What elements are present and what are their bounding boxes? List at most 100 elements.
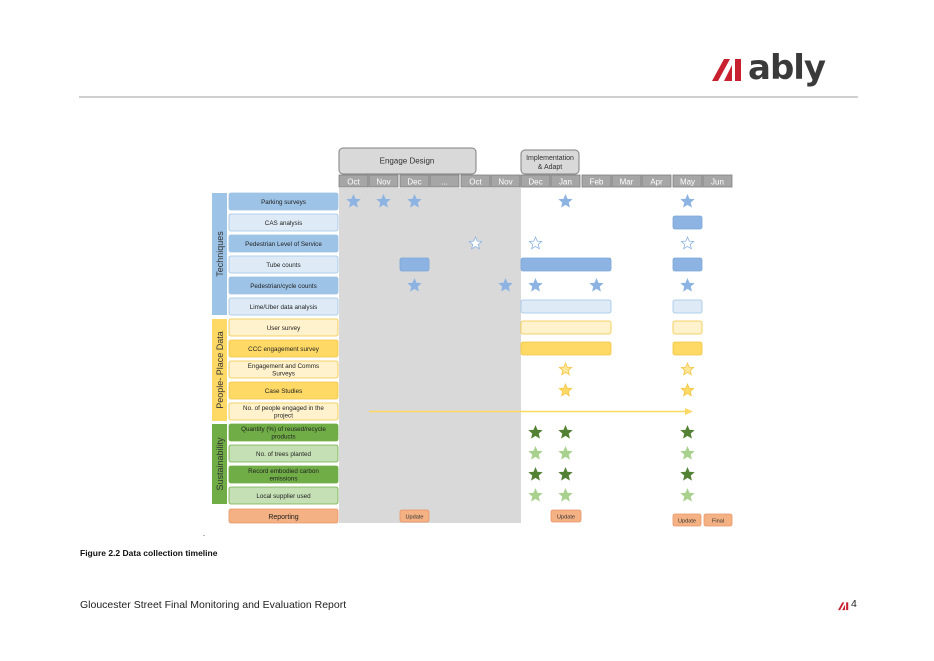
- star-marker: [680, 445, 695, 460]
- reporting-label: Reporting: [268, 514, 298, 521]
- figure-caption: Figure 2.2 Data collection timeline: [80, 548, 218, 558]
- star-marker: [558, 487, 573, 502]
- star-marker: [498, 277, 513, 292]
- row-label-line1: No. of people engaged in the: [243, 405, 324, 412]
- month-8: Feb: [581, 174, 612, 188]
- month-label: Mar: [620, 178, 634, 187]
- row-label-line2: Surveys: [272, 371, 295, 378]
- row-label: Pedestrian/cycle counts: [250, 283, 317, 290]
- activity-bar: [672, 257, 703, 272]
- activity-bar: [520, 299, 612, 314]
- phase-implementation: Implementation & Adapt: [520, 149, 580, 175]
- month-label: Jan: [559, 178, 572, 187]
- row-2: Pedestrian Level of Service: [228, 234, 339, 253]
- star-marker: [407, 193, 422, 208]
- phase-implementation-label-1: Implementation: [526, 155, 574, 162]
- star-marker: [528, 235, 543, 250]
- month-label: Oct: [469, 178, 482, 187]
- month-label: Nov: [376, 178, 390, 187]
- month-12: Jun: [702, 174, 733, 188]
- month-11: May: [672, 174, 703, 188]
- phase-implementation-label-2: & Adapt: [538, 164, 563, 171]
- row-label-line2: products: [271, 434, 295, 441]
- row-label: Local supplier used: [256, 493, 311, 500]
- ably-logo: ably: [712, 48, 826, 88]
- star-marker: [468, 235, 483, 250]
- month-0: Oct: [338, 174, 369, 188]
- footer-report-title: Gloucester Street Final Monitoring and E…: [80, 599, 347, 611]
- row-label: Tube counts: [266, 262, 300, 269]
- star-marker: [528, 466, 543, 481]
- reporting-label-box: Reporting: [228, 508, 339, 524]
- star-marker: [680, 235, 695, 250]
- month-1: Nov: [368, 174, 399, 188]
- row-label-line1: Quantity (%) of reused/recycle: [241, 426, 326, 433]
- month-label: Apr: [650, 178, 663, 187]
- star-marker: [680, 382, 695, 397]
- activity-bar: [520, 320, 612, 335]
- month-5: Nov: [490, 174, 521, 188]
- arrow-head-icon: [685, 408, 693, 415]
- row-5: Lime/Uber data analysis: [228, 297, 339, 316]
- star-marker: [680, 277, 695, 292]
- month-6: Dec: [520, 174, 551, 188]
- footer-ably-mark-icon: [838, 602, 849, 611]
- engage-design-shading: [339, 188, 521, 523]
- star-marker: [680, 193, 695, 208]
- group-1: People- Place Data: [212, 319, 227, 421]
- row-label: No. of trees planted: [256, 451, 311, 458]
- row-0: Parking surveys: [228, 192, 339, 211]
- ably-mark-icon: [712, 59, 741, 81]
- month-label: Oct: [347, 178, 360, 187]
- row-label-line1: Record embodied carbon: [248, 468, 319, 475]
- phase-engage-design-label: Engage Design: [380, 157, 435, 166]
- star-marker: [528, 487, 543, 502]
- row-4: Pedestrian/cycle counts: [228, 276, 339, 295]
- month-4: Oct: [460, 174, 491, 188]
- month-label: Dec: [528, 178, 542, 187]
- star-marker: [680, 466, 695, 481]
- month-label: Dec: [407, 178, 421, 187]
- timeline-marks: [346, 193, 703, 502]
- star-marker: [528, 445, 543, 460]
- report-box-label: Update: [678, 518, 696, 524]
- report-box-1: Update: [550, 509, 582, 523]
- star-marker: [407, 277, 422, 292]
- star-marker: [528, 424, 543, 439]
- report-box-label: Update: [405, 514, 423, 520]
- star-marker: [558, 466, 573, 481]
- ably-logo-text: ably: [748, 48, 826, 88]
- star-marker: [680, 424, 695, 439]
- month-9: Mar: [611, 174, 642, 188]
- activity-bar: [520, 341, 612, 356]
- report-box-label: Final: [712, 518, 724, 524]
- month-label: Feb: [590, 178, 604, 187]
- row-label: Lime/Uber data analysis: [250, 304, 318, 311]
- month-3: ...: [429, 174, 460, 188]
- row-label-line2: emissions: [270, 476, 298, 483]
- group-label: People- Place Data: [215, 331, 225, 409]
- row-label-line1: Engagement and Comms: [248, 363, 319, 370]
- activity-bar: [520, 257, 612, 272]
- row-6: User survey: [228, 318, 339, 337]
- report-box-3: Final: [703, 513, 733, 527]
- row-12: No. of trees planted: [228, 444, 339, 463]
- phase-engage-design: Engage Design: [338, 147, 477, 175]
- group-label: Techniques: [215, 231, 225, 277]
- star-marker: [528, 277, 543, 292]
- month-label: ...: [441, 178, 448, 187]
- star-marker: [589, 277, 604, 292]
- activity-bar: [399, 257, 430, 272]
- row-1: CAS analysis: [228, 213, 339, 232]
- group-label: Sustainability: [215, 437, 225, 491]
- star-marker: [558, 445, 573, 460]
